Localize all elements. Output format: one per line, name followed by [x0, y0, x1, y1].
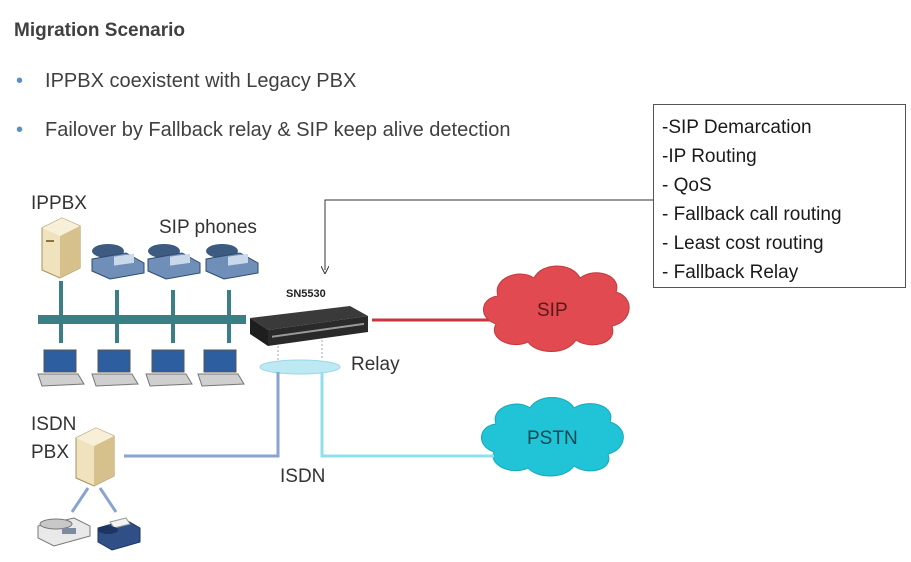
- lan-drops: [59, 281, 231, 343]
- ippbx-label: IPPBX: [31, 193, 87, 214]
- feature-item: -IP Routing: [662, 146, 757, 167]
- sip-phones-label: SIP phones: [159, 217, 257, 238]
- relay-connector: [259, 359, 341, 375]
- laptop-icon: [145, 349, 193, 387]
- bullet-text: IPPBX coexistent with Legacy PBX: [45, 70, 357, 92]
- pstn-cloud-label: PSTN: [527, 428, 578, 449]
- pbx-extension-links: [70, 487, 118, 513]
- sip-phone-icon: [91, 244, 145, 280]
- bullet-text: Failover by Fallback relay & SIP keep al…: [45, 119, 511, 141]
- bullet-dot-icon: •: [16, 119, 24, 141]
- bullet-dot-icon: •: [16, 70, 24, 92]
- sip-cloud-icon: [483, 265, 630, 352]
- feature-item: - Fallback Relay: [662, 262, 799, 283]
- desk-phone-icon: [37, 517, 91, 547]
- isdn-pbx-label: ISDN: [31, 414, 77, 435]
- feature-callout-box: -SIP Demarcation -IP Routing - QoS - Fal…: [653, 104, 906, 288]
- slide-title: Migration Scenario: [14, 20, 186, 41]
- sn5530-gateway-icon: [250, 306, 368, 346]
- fax-machine-icon: [97, 517, 141, 551]
- callout-arrow: [325, 199, 653, 270]
- laptop-icon: [197, 349, 245, 387]
- ippbx-server-icon: [41, 217, 81, 279]
- device-port-leads: [277, 340, 323, 360]
- device-model-label: SN5530: [286, 288, 326, 300]
- bullet-item: • IPPBX coexistent with Legacy PBX: [16, 70, 356, 93]
- isdn-pbx-label: PBX: [31, 442, 70, 463]
- sip-cloud-label: SIP: [537, 300, 568, 321]
- sip-phone-icon: [205, 244, 259, 280]
- pstn-cloud-icon: [481, 397, 624, 477]
- isdn-link: [124, 372, 280, 458]
- sip-phone-icon: [147, 244, 201, 280]
- feature-item: - Fallback call routing: [662, 204, 842, 225]
- lan-bus: [38, 315, 246, 324]
- feature-item: -SIP Demarcation: [662, 117, 812, 138]
- pstn-link: [320, 372, 494, 458]
- feature-item: - Least cost routing: [662, 233, 824, 254]
- isdn-pbx-server-icon: [75, 427, 115, 487]
- isdn-line-label: ISDN: [280, 466, 326, 487]
- laptop-icon: [91, 349, 139, 387]
- feature-item: - QoS: [662, 175, 712, 196]
- bullet-item: • Failover by Fallback relay & SIP keep a…: [16, 119, 510, 142]
- relay-label: Relay: [351, 354, 400, 375]
- laptop-icon: [37, 349, 85, 387]
